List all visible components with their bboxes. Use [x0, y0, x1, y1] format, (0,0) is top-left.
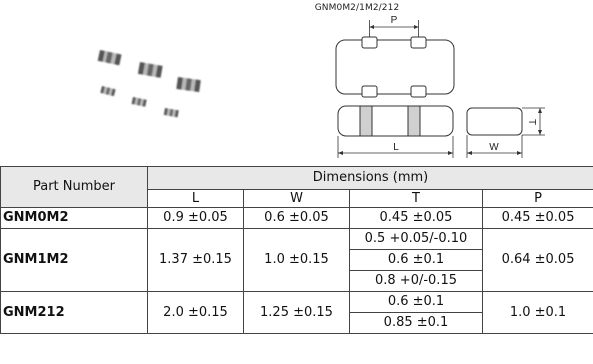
part-number-cell: GNM0M2: [0, 207, 148, 229]
cell-l: 0.9 ±0.05: [147, 207, 244, 229]
cell-t: 0.8 +0/-0.15: [349, 270, 483, 292]
side-electrode-left: [359, 105, 373, 137]
cell-l: 2.0 ±0.15: [147, 291, 244, 334]
cell-p: 0.64 ±0.05: [481, 228, 593, 292]
cell-w: 0.6 ±0.05: [243, 207, 350, 229]
cell-t: 0.45 ±0.05: [349, 207, 483, 229]
dim-label-t: T: [526, 119, 537, 125]
cell-w: 1.0 ±0.15: [243, 228, 350, 292]
header-part-number: Part Number: [0, 166, 148, 208]
table-row: GNM0M2 0.9 ±0.05 0.6 ±0.05 0.45 ±0.05 0.…: [0, 207, 593, 229]
table-row: GNM1M2 1.37 ±0.15 1.0 ±0.15 0.5 +0.05/-0…: [0, 228, 593, 292]
cell-t: 0.5 +0.05/-0.10: [349, 228, 483, 250]
side-view-outline: [337, 105, 454, 137]
dim-label-l: L: [393, 142, 399, 153]
top-electrode-right: [410, 36, 427, 49]
product-figure: P L W T GNM0M2/1M2/212: [0, 0, 593, 166]
top-electrode-left: [361, 36, 378, 49]
cell-w: 1.25 ±0.15: [243, 291, 350, 334]
part-number-cell: GNM212: [0, 291, 148, 334]
header-col-w: W: [243, 189, 350, 208]
bottom-electrode-left: [361, 85, 378, 98]
header-dimensions: Dimensions (mm): [146, 166, 593, 190]
product-photo: [97, 50, 201, 118]
side-electrode-right: [407, 105, 421, 137]
header-col-t: T: [349, 189, 483, 208]
bottom-electrode-right: [410, 85, 427, 98]
top-view-outline: [335, 39, 455, 95]
cell-t: 0.6 ±0.1: [349, 291, 483, 313]
cell-p: 0.45 ±0.05: [481, 207, 593, 229]
header-col-p: P: [481, 189, 593, 208]
figure-title: GNM0M2/1M2/212: [314, 3, 400, 13]
cell-p: 1.0 ±0.1: [481, 291, 593, 334]
dimensions-table: Part Number Dimensions (mm) L W T P GNM0…: [0, 166, 593, 334]
cell-t: 0.6 ±0.1: [349, 249, 483, 271]
cell-l: 1.37 ±0.15: [147, 228, 244, 292]
part-number-cell: GNM1M2: [0, 228, 148, 292]
dim-label-w: W: [489, 142, 499, 153]
table-row: 0.6 ±0.1: [1, 249, 593, 271]
header-col-l: L: [147, 189, 244, 208]
end-view-outline: [466, 107, 523, 136]
table-row: GNM212 2.0 ±0.15 1.25 ±0.15 0.6 ±0.1 1.0…: [0, 291, 593, 334]
cell-t: 0.85 ±0.1: [349, 312, 483, 334]
dim-label-p: P: [391, 15, 398, 26]
table-row: 0.85 ±0.1: [1, 312, 593, 334]
